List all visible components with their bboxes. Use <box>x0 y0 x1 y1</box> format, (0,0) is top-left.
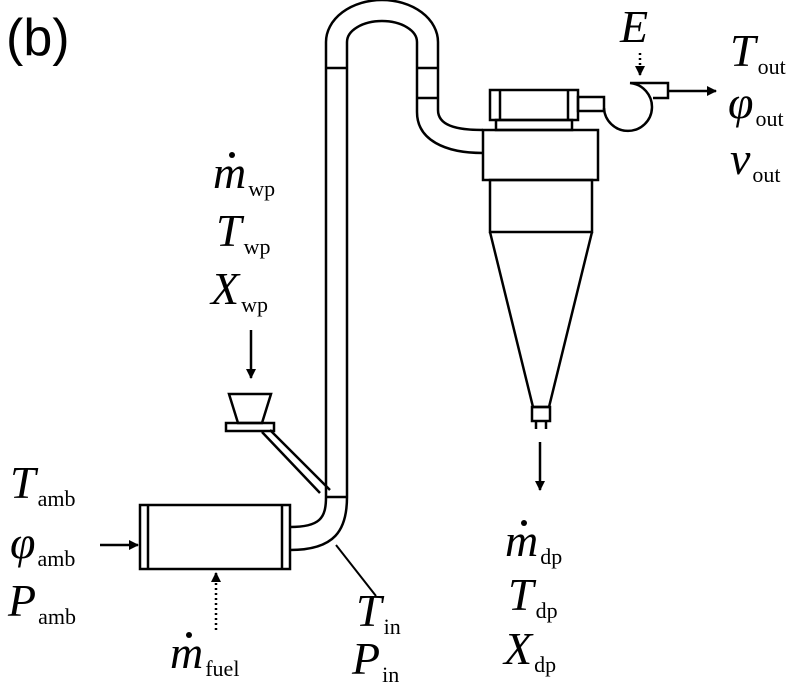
feed-hopper <box>224 392 276 433</box>
inlet-pressure-label: Pin <box>352 633 399 686</box>
dp-mass-subscript: dp <box>540 544 563 569</box>
ambient-temperature-label: Tamb <box>10 457 75 510</box>
feed-moisture-subscript: wp <box>241 292 268 317</box>
top-u-bend <box>324 0 440 43</box>
feed-temperature-label: Twp <box>216 205 270 258</box>
ambient-humidity-symbol: φ <box>10 517 36 568</box>
fuel-mass-symbol: m <box>170 627 204 678</box>
exhaust-fan <box>576 81 670 133</box>
cyclone-separator <box>481 88 600 429</box>
dried-product-mass-flow-label: mdp <box>505 515 562 568</box>
inlet-temp-subscript: in <box>383 614 401 639</box>
dried-product-moisture-label: Xdp <box>504 623 556 676</box>
ambient-pressure-symbol: P <box>8 575 37 626</box>
feed-mass-subscript: wp <box>248 176 276 201</box>
dp-moisture-subscript: dp <box>534 652 557 677</box>
inlet-pressure-subscript: in <box>382 662 400 687</box>
inlet-pressure-symbol: P <box>352 633 381 684</box>
flow-arrows <box>100 53 717 630</box>
dp-temp-subscript: dp <box>535 598 558 623</box>
feed-moisture-symbol: X <box>211 263 240 314</box>
panel-label: (b) <box>6 9 70 67</box>
outlet-temperature-label: Tout <box>730 25 786 78</box>
feed-mass-flow-label: mwp <box>213 147 275 200</box>
fuel-mass-subscript: fuel <box>205 656 240 681</box>
ambient-temp-subscript: amb <box>37 486 76 511</box>
outlet-humidity-subscript: out <box>755 106 784 131</box>
dp-mass-symbol: m <box>505 515 539 566</box>
feed-mass-symbol: m <box>213 147 247 198</box>
downcomer-pipe <box>415 42 484 155</box>
inlet-temp-symbol: T <box>356 585 382 636</box>
outlet-velocity-label: vout <box>730 133 781 186</box>
outlet-temp-subscript: out <box>757 54 786 79</box>
dried-product-temperature-label: Tdp <box>508 569 558 622</box>
inlet-temperature-label: Tin <box>356 585 401 638</box>
outlet-humidity-symbol: φ <box>728 77 754 128</box>
feed-chute <box>261 429 331 494</box>
outlet-velocity-symbol: v <box>730 133 751 184</box>
outlet-humidity-label: φout <box>728 77 784 130</box>
ambient-temp-symbol: T <box>10 457 36 508</box>
fan-energy-label: E <box>620 1 649 52</box>
dp-temp-symbol: T <box>508 569 534 620</box>
ambient-humidity-subscript: amb <box>37 546 76 571</box>
outlet-temp-symbol: T <box>730 25 756 76</box>
outlet-velocity-subscript: out <box>752 162 781 187</box>
feed-temp-subscript: wp <box>243 234 271 259</box>
fuel-mass-flow-label: mfuel <box>170 627 239 680</box>
ambient-pressure-label: Pamb <box>8 575 76 628</box>
ambient-pressure-subscript: amb <box>38 604 76 629</box>
burner-heater <box>138 503 292 571</box>
feed-moisture-label: Xwp <box>211 263 268 316</box>
feed-temp-symbol: T <box>216 205 242 256</box>
riser-pipe <box>324 42 349 499</box>
heater-elbow-duct <box>289 496 349 552</box>
dp-moisture-symbol: X <box>504 623 533 674</box>
ambient-humidity-label: φamb <box>10 517 75 570</box>
